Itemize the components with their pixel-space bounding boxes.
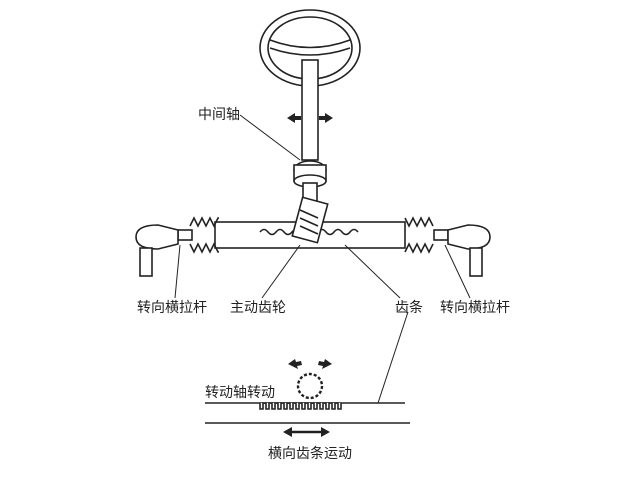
bellows-right — [404, 216, 434, 254]
label-intermediate-shaft: 中间轴 — [198, 107, 240, 123]
intermediate-shaft — [293, 59, 327, 206]
label-shaft-rotation: 转动轴转动 — [205, 385, 275, 401]
label-tie-rod-right: 转向横拉杆 — [440, 300, 510, 316]
label-pinion: 主动齿轮 — [230, 300, 286, 316]
gear-rotation-arrow-icon — [288, 359, 332, 369]
bellows-left — [189, 216, 219, 254]
steering-wheel — [259, 9, 361, 87]
pinion-gear — [291, 196, 329, 244]
tie-rod-end-left — [135, 224, 193, 277]
tie-rod-end-right — [433, 224, 491, 277]
label-rack-lateral-motion: 横向齿条运动 — [268, 446, 352, 462]
shaft-rotation-arrow-icon — [287, 113, 333, 123]
rack-schematic — [205, 372, 410, 424]
label-tie-rod-left: 转向横拉杆 — [137, 300, 207, 316]
lateral-motion-arrow-icon — [283, 427, 330, 437]
leader-lines — [174, 114, 471, 404]
label-rack: 齿条 — [395, 300, 423, 316]
